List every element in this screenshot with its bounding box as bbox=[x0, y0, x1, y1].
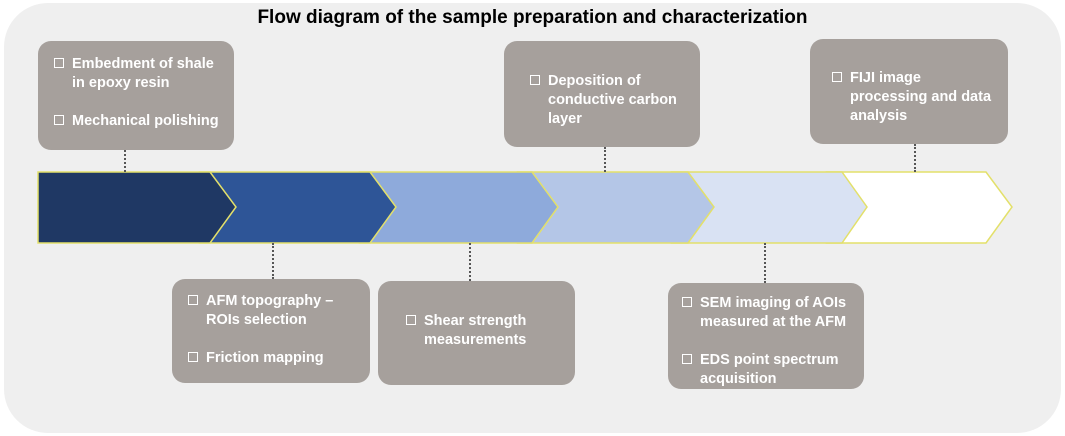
connector-5 bbox=[764, 243, 766, 283]
connector-4 bbox=[604, 147, 606, 172]
item-text: Deposition of conductive carbon layer bbox=[548, 73, 677, 127]
item-text: Shear strength measurements bbox=[424, 313, 527, 348]
item-text: SEM imaging of AOIs measured at the AFM bbox=[700, 295, 847, 330]
box-item: SEM imaging of AOIs measured at the AFM bbox=[678, 294, 856, 332]
step-box-afm: AFM topography – ROIs selection Friction… bbox=[172, 279, 370, 383]
box-item: Deposition of conductive carbon layer bbox=[526, 72, 692, 129]
box-item: Friction mapping bbox=[184, 349, 362, 368]
checkbox-icon bbox=[188, 352, 198, 362]
connector-1 bbox=[124, 150, 126, 172]
arrow-step-1 bbox=[37, 171, 237, 244]
checkbox-icon bbox=[54, 58, 64, 68]
box-item: FIJI image processing and data analysis bbox=[828, 69, 1000, 126]
checkbox-icon bbox=[682, 297, 692, 307]
box-item: EDS point spectrum acquisition bbox=[678, 351, 856, 389]
step-box-shear: Shear strength measurements bbox=[378, 281, 575, 385]
step-box-embedment: Embedment of shale in epoxy resin Mechan… bbox=[38, 41, 234, 150]
item-text: FIJI image processing and data analysis bbox=[850, 70, 992, 124]
checkbox-icon bbox=[832, 72, 842, 82]
diagram-title: Flow diagram of the sample preparation a… bbox=[257, 7, 808, 28]
item-text: Mechanical polishing bbox=[72, 113, 219, 129]
item-text: EDS point spectrum acquisition bbox=[700, 352, 839, 387]
checkbox-icon bbox=[530, 75, 540, 85]
item-text: Embedment of shale in epoxy resin bbox=[72, 56, 214, 91]
box-item: Embedment of shale in epoxy resin bbox=[50, 55, 226, 93]
checkbox-icon bbox=[682, 354, 692, 364]
item-text: Friction mapping bbox=[206, 350, 324, 366]
checkbox-icon bbox=[54, 115, 64, 125]
checkbox-icon bbox=[188, 295, 198, 305]
item-text: AFM topography – ROIs selection bbox=[206, 293, 334, 328]
step-box-deposition: Deposition of conductive carbon layer bbox=[504, 41, 700, 147]
step-box-sem: SEM imaging of AOIs measured at the AFM … bbox=[668, 283, 864, 389]
box-item: AFM topography – ROIs selection bbox=[184, 292, 362, 330]
connector-6 bbox=[914, 144, 916, 172]
connector-2 bbox=[272, 243, 274, 279]
box-item: Mechanical polishing bbox=[50, 112, 226, 131]
checkbox-icon bbox=[406, 315, 416, 325]
box-item: Shear strength measurements bbox=[402, 312, 567, 350]
connector-3 bbox=[469, 243, 471, 281]
step-box-fiji: FIJI image processing and data analysis bbox=[810, 39, 1008, 144]
